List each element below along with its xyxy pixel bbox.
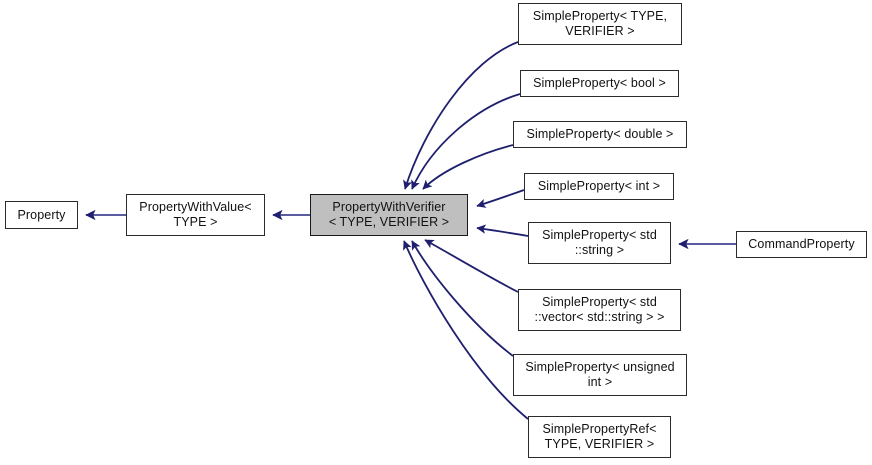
node-property-with-verifier-label: PropertyWithVerifier < TYPE, VERIFIER >: [328, 200, 450, 229]
node-simple-property-int[interactable]: SimpleProperty< int >: [524, 173, 674, 200]
node-simple-property-type-verifier-label: SimpleProperty< TYPE, VERIFIER >: [532, 9, 668, 38]
node-simple-property-std-string[interactable]: SimpleProperty< std ::string >: [528, 222, 671, 264]
node-simple-property-std-vector-string[interactable]: SimpleProperty< std ::vector< std::strin…: [518, 289, 681, 331]
node-simple-property-ref[interactable]: SimplePropertyRef< TYPE, VERIFIER >: [528, 416, 671, 458]
node-simple-property-unsigned-int[interactable]: SimpleProperty< unsigned int >: [513, 354, 687, 396]
node-command-property[interactable]: CommandProperty: [736, 231, 867, 258]
node-property-label: Property: [17, 207, 66, 222]
node-command-property-label: CommandProperty: [748, 237, 855, 251]
edge-simple-property-int: [476, 189, 525, 208]
node-property-with-verifier[interactable]: PropertyWithVerifier < TYPE, VERIFIER >: [310, 194, 468, 236]
node-property[interactable]: Property: [5, 201, 78, 229]
node-simple-property-unsigned-int-label: SimpleProperty< unsigned int >: [525, 360, 675, 389]
edge-simple-property-double: [422, 144, 514, 190]
node-property-with-value-label: PropertyWithValue< TYPE >: [139, 200, 252, 229]
node-property-with-value[interactable]: PropertyWithValue< TYPE >: [126, 194, 265, 236]
edge-simple-property-type-verifier: [403, 41, 519, 190]
node-simple-property-double-label: SimpleProperty< double >: [526, 127, 674, 141]
edge-simple-property-std-vector-string: [424, 239, 519, 293]
edge-simple-property-unsigned-int: [411, 240, 514, 357]
node-simple-property-std-string-label: SimpleProperty< std ::string >: [542, 228, 657, 257]
node-simple-property-double[interactable]: SimpleProperty< double >: [513, 121, 687, 148]
node-simple-property-type-verifier[interactable]: SimpleProperty< TYPE, VERIFIER >: [518, 3, 682, 45]
edge-simple-property-bool: [411, 93, 521, 190]
node-simple-property-bool[interactable]: SimpleProperty< bool >: [520, 70, 679, 97]
node-simple-property-bool-label: SimpleProperty< bool >: [533, 76, 666, 90]
edge-simple-property-std-string: [476, 224, 529, 237]
node-simple-property-std-vector-string-label: SimpleProperty< std ::vector< std::strin…: [534, 295, 665, 324]
node-simple-property-ref-label: SimplePropertyRef< TYPE, VERIFIER >: [542, 422, 657, 451]
edge-simple-property-ref: [403, 240, 529, 420]
node-simple-property-int-label: SimpleProperty< int >: [537, 179, 661, 193]
